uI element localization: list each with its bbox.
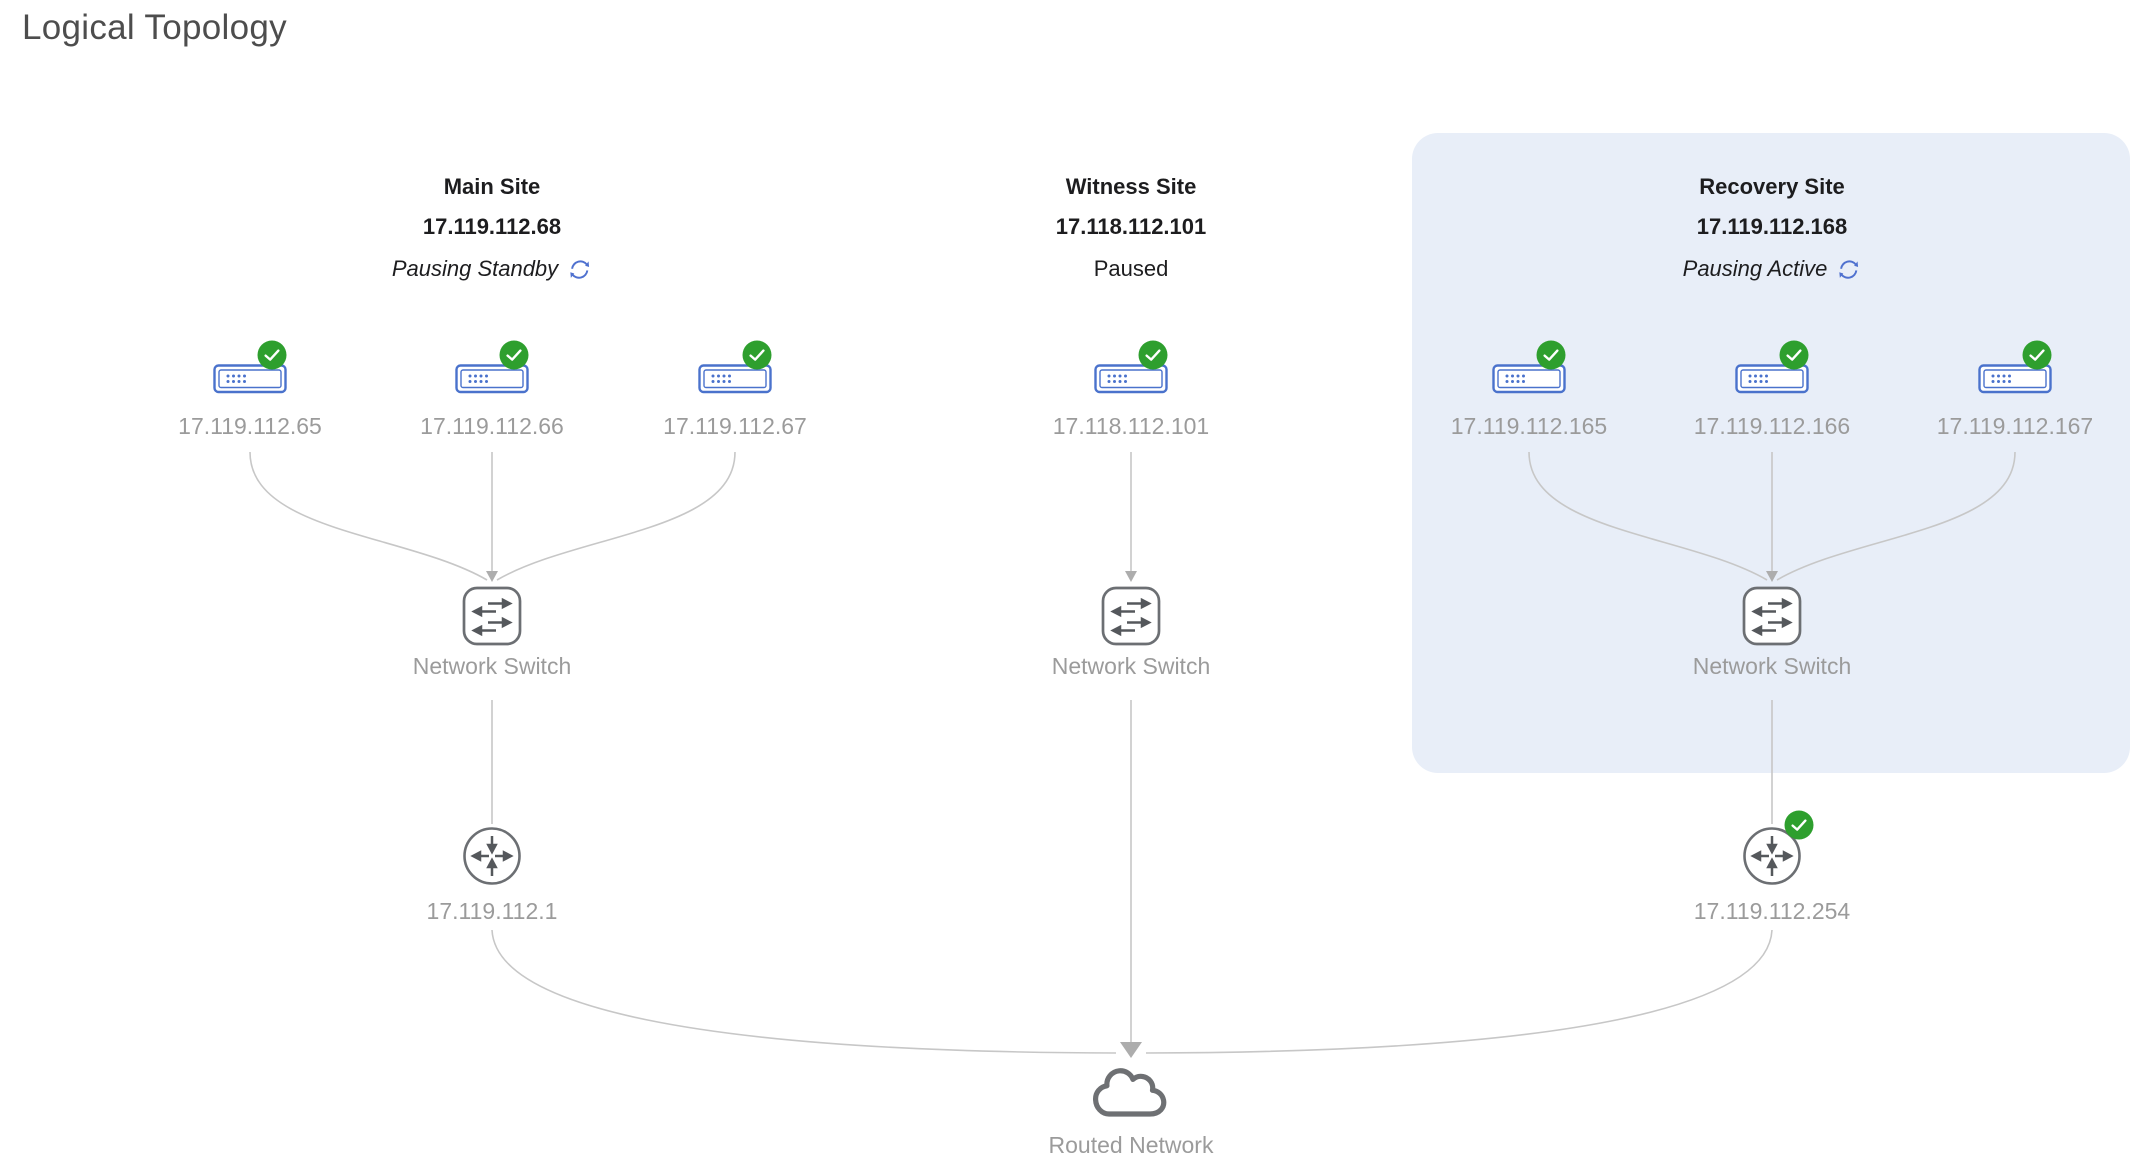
check-badge-icon [1779,340,1809,370]
router-node-17-119-112-1[interactable]: 17.119.112.1 [332,826,652,930]
sync-refresh-icon [1838,259,1860,279]
server-node-17-119-112-165[interactable]: 17.119.112.165 [1369,338,1689,440]
site-ip: 17.119.112.168 [1696,214,1848,239]
server-ip-label: 17.119.112.67 [663,413,807,439]
check-badge-icon [499,340,529,370]
routed-network-cloud-node[interactable]: Routed Network [971,1062,1291,1162]
check-badge-icon [1784,810,1814,840]
server-node-17-119-112-67[interactable]: 17.119.112.67 [575,338,895,440]
router-ip-label: 17.119.112.254 [1693,898,1851,924]
switch-label: Network Switch [412,653,572,679]
server-ip-label: 17.119.112.66 [420,413,564,439]
site-ip: 17.118.112.101 [1055,214,1207,239]
server-ip-label: 17.119.112.65 [178,413,322,439]
switch-label: Network Switch [1051,653,1211,679]
site-status: Paused [1093,256,1169,281]
server-ip-label: 17.119.112.166 [1693,413,1851,439]
server-ip-label: 17.118.112.101 [1052,413,1210,439]
network-switch-node-recovery[interactable]: Network Switch [1612,585,1932,685]
cloud-icon [1087,1062,1175,1124]
page-title: Logical Topology [22,8,287,47]
server-node-17-119-112-66[interactable]: 17.119.112.66 [332,338,652,440]
router-node-17-119-112-254[interactable]: 17.119.112.254 [1612,810,1932,930]
check-badge-icon [1138,340,1168,370]
check-badge-icon [2022,340,2052,370]
cloud-label: Routed Network [1048,1132,1214,1158]
site-name: Witness Site [1065,174,1197,199]
recovery-site-header: Recovery Site 17.119.112.168 Pausing Act… [1512,172,2032,284]
network-switch-node-main[interactable]: Network Switch [332,585,652,685]
check-badge-icon [742,340,772,370]
router-ip-label: 17.119.112.1 [426,898,558,924]
network-switch-icon [1101,586,1161,646]
switch-label: Network Switch [1692,653,1852,679]
router-icon [463,827,521,885]
network-switch-node-witness[interactable]: Network Switch [971,585,1291,685]
site-name: Recovery Site [1699,174,1845,199]
recovery-site-highlight-panel [1412,133,2130,773]
server-node-17-118-112-101[interactable]: 17.118.112.101 [971,338,1291,440]
site-status: Pausing Standby [391,256,559,281]
server-node-17-119-112-65[interactable]: 17.119.112.65 [90,338,410,440]
server-ip-label: 17.119.112.165 [1450,413,1608,439]
server-ip-label: 17.119.112.167 [1936,413,2094,439]
check-badge-icon [1536,340,1566,370]
server-node-17-119-112-167[interactable]: 17.119.112.167 [1855,338,2151,440]
check-badge-icon [257,340,287,370]
sync-refresh-icon [569,259,591,279]
network-switch-icon [1742,586,1802,646]
site-status: Pausing Active [1682,256,1828,281]
network-switch-icon [462,586,522,646]
site-name: Main Site [443,174,541,199]
main-site-header: Main Site 17.119.112.68 Pausing Standby [232,172,752,284]
site-ip: 17.119.112.68 [422,214,562,239]
server-node-17-119-112-166[interactable]: 17.119.112.166 [1612,338,1932,440]
witness-site-header: Witness Site 17.118.112.101 Paused [871,172,1391,284]
